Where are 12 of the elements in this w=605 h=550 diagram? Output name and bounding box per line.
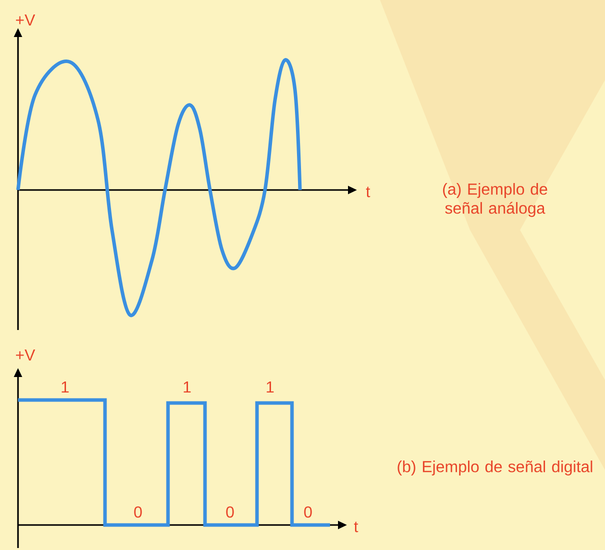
caption: (b) Ejemplo de señal digital — [398, 460, 592, 476]
axis-label: +V — [16, 14, 36, 26]
axis-label: t — [366, 186, 370, 198]
caption: (a) Ejemplo de señal análoga — [443, 183, 548, 217]
bit-value: 0 — [226, 506, 234, 518]
bit-value: 1 — [184, 382, 191, 392]
bit-value: 1 — [62, 382, 69, 392]
axis-label: t — [354, 522, 358, 532]
axis-label: +V — [16, 350, 36, 360]
bit-value: 0 — [304, 506, 312, 518]
bit-value: 1 — [266, 382, 274, 392]
bit-value: 0 — [134, 506, 142, 518]
